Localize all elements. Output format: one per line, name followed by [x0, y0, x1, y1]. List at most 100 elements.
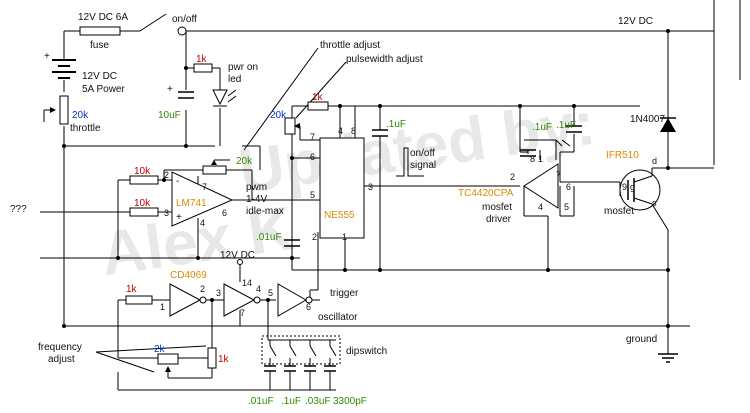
cap3-value: .03uF: [305, 396, 331, 407]
wires: [40, 0, 741, 391]
pwm-label-2: 1-4V: [246, 194, 267, 205]
inverter-cd4069: CD4069 12V DC 1k 1k 2k 1 2 3 4 5 6 7 14: [125, 250, 313, 372]
opamp-rin2-value: 10k: [134, 198, 151, 209]
battery-label-1: 12V DC: [82, 71, 117, 82]
svg-text:2: 2: [312, 232, 317, 242]
svg-text:1: 1: [342, 232, 347, 242]
inverter-pot: [157, 353, 179, 365]
inverter-rin: [125, 295, 153, 305]
svg-text:1: 1: [538, 154, 543, 164]
svg-text:3: 3: [164, 208, 169, 218]
led-label-2: led: [228, 74, 241, 85]
inverter-supply: 12V DC: [220, 250, 255, 261]
cap4-value: 3300pF: [333, 396, 367, 407]
inverter-gate1: [169, 283, 202, 317]
onoff-switch: [139, 13, 167, 32]
battery-symbol: +: [44, 51, 76, 79]
svg-text:+: +: [44, 51, 50, 62]
power-section: 12V DC 6A fuse on/off 12V DC + 12V DC 5A…: [43, 12, 678, 363]
svg-text:7: 7: [202, 182, 207, 192]
timer-r1: [307, 101, 329, 111]
dipswitch-label: dipswitch: [346, 346, 387, 357]
svg-text:14: 14: [242, 278, 252, 288]
onoff-signal-label-1: on/off: [410, 148, 435, 159]
svg-text:6: 6: [222, 208, 227, 218]
diode-1n4007: 1N4007: [630, 114, 676, 132]
ground-label: ground: [626, 334, 657, 345]
rail-label: 12V DC: [618, 16, 653, 27]
svg-text:1: 1: [160, 302, 165, 312]
svg-text:4: 4: [200, 218, 205, 228]
input-label: ???: [10, 204, 27, 215]
frequency-adjust-label-1: frequency: [38, 342, 82, 353]
mosfet-ifr510: IFR510 mosfet d s g 9: [604, 150, 669, 231]
svg-text:2: 2: [164, 170, 169, 180]
svg-text:9: 9: [622, 182, 627, 192]
timer-ne555: NE555 20k 1k .1uF .01uF 7 6 5 2 1 4 8 3: [256, 92, 406, 247]
led-section: 1k pwr on led + 10uF: [158, 54, 258, 121]
led-label-1: pwr on: [228, 62, 258, 73]
inverter-gate2: [223, 283, 256, 317]
svg-text:6: 6: [306, 302, 311, 312]
junction-dots: [62, 29, 670, 360]
svg-text:6: 6: [310, 152, 315, 162]
cap2-value: .1uF: [281, 396, 301, 407]
switch-label: on/off: [172, 14, 197, 25]
timer-cap-ctrl-value: .01uF: [256, 232, 282, 243]
driver-desc-1: mosfet: [482, 202, 512, 213]
pulsewidth-adjust-label: pulsewidth adjust: [346, 54, 423, 65]
battery-label-2: 5A Power: [82, 84, 125, 95]
svg-text:3: 3: [368, 182, 373, 192]
opamp-rin2: [129, 207, 159, 217]
inverter-pot-value: 2k: [154, 344, 166, 355]
opamp-name: LM741: [176, 198, 207, 209]
svg-text:5: 5: [310, 190, 315, 200]
svg-text:d: d: [652, 156, 657, 166]
led-diode: [212, 89, 228, 106]
supply-voltage-label: 12V DC 6A: [78, 12, 128, 23]
mosfet-name: IFR510: [606, 150, 639, 161]
inverter-gate3: [277, 283, 308, 317]
timer-cap-top-value: .1uF: [386, 119, 406, 130]
opamp-lm741: LM741 - + 10k 10k 20k 2 3 4 6 7: [129, 156, 253, 228]
throttle-pot: [59, 95, 69, 125]
trigger-label: trigger: [330, 288, 359, 299]
mosfet-label: mosfet: [604, 206, 634, 217]
svg-text:7: 7: [556, 170, 561, 180]
inverter-r2-value: 1k: [218, 354, 230, 365]
led-resistor-value: 1k: [196, 54, 208, 65]
onoff-signal-label-2: signal: [410, 160, 436, 171]
svg-text:5: 5: [268, 288, 273, 298]
opamp-feedback-value: 20k: [236, 156, 253, 167]
timer-r1-value: 1k: [312, 92, 324, 103]
frequency-adjust-label-2: adjust: [48, 354, 75, 365]
fuse-symbol: [79, 26, 121, 36]
cap1-value: .01uF: [248, 396, 274, 407]
driver-tc4420: TC4420CPA mosfet driver .1uF .1uF 8 1 2 …: [458, 120, 582, 225]
svg-text:4: 4: [256, 284, 261, 294]
svg-text:-: -: [176, 176, 179, 187]
driver-cap1-value: .1uF: [532, 122, 552, 133]
throttle-pot-value: 20k: [72, 110, 89, 121]
svg-text:7: 7: [310, 132, 315, 142]
driver-desc-2: driver: [486, 214, 512, 225]
inverter-name: CD4069: [170, 270, 207, 281]
svg-text:4: 4: [538, 202, 543, 212]
opamp-rin1: [129, 175, 159, 185]
ground-symbol: [658, 353, 678, 363]
inverter-r2: [207, 347, 217, 369]
driver-name: TC4420CPA: [458, 188, 514, 199]
pwm-label-3: idle-max: [246, 206, 284, 217]
svg-text:+: +: [176, 212, 182, 223]
timer-pot: [284, 117, 296, 135]
timer-pot-value: 20k: [270, 110, 287, 121]
svg-text:8: 8: [530, 154, 535, 164]
led-resistor: [193, 63, 213, 73]
diode-name: 1N4007: [630, 114, 665, 125]
opamp-rin1-value: 10k: [134, 166, 151, 177]
svg-text:s: s: [652, 198, 657, 208]
inverter-rin-value: 1k: [126, 284, 138, 295]
led-cap-value: 10uF: [158, 110, 181, 121]
dipswitch-box: [261, 335, 341, 365]
svg-text:3: 3: [216, 288, 221, 298]
